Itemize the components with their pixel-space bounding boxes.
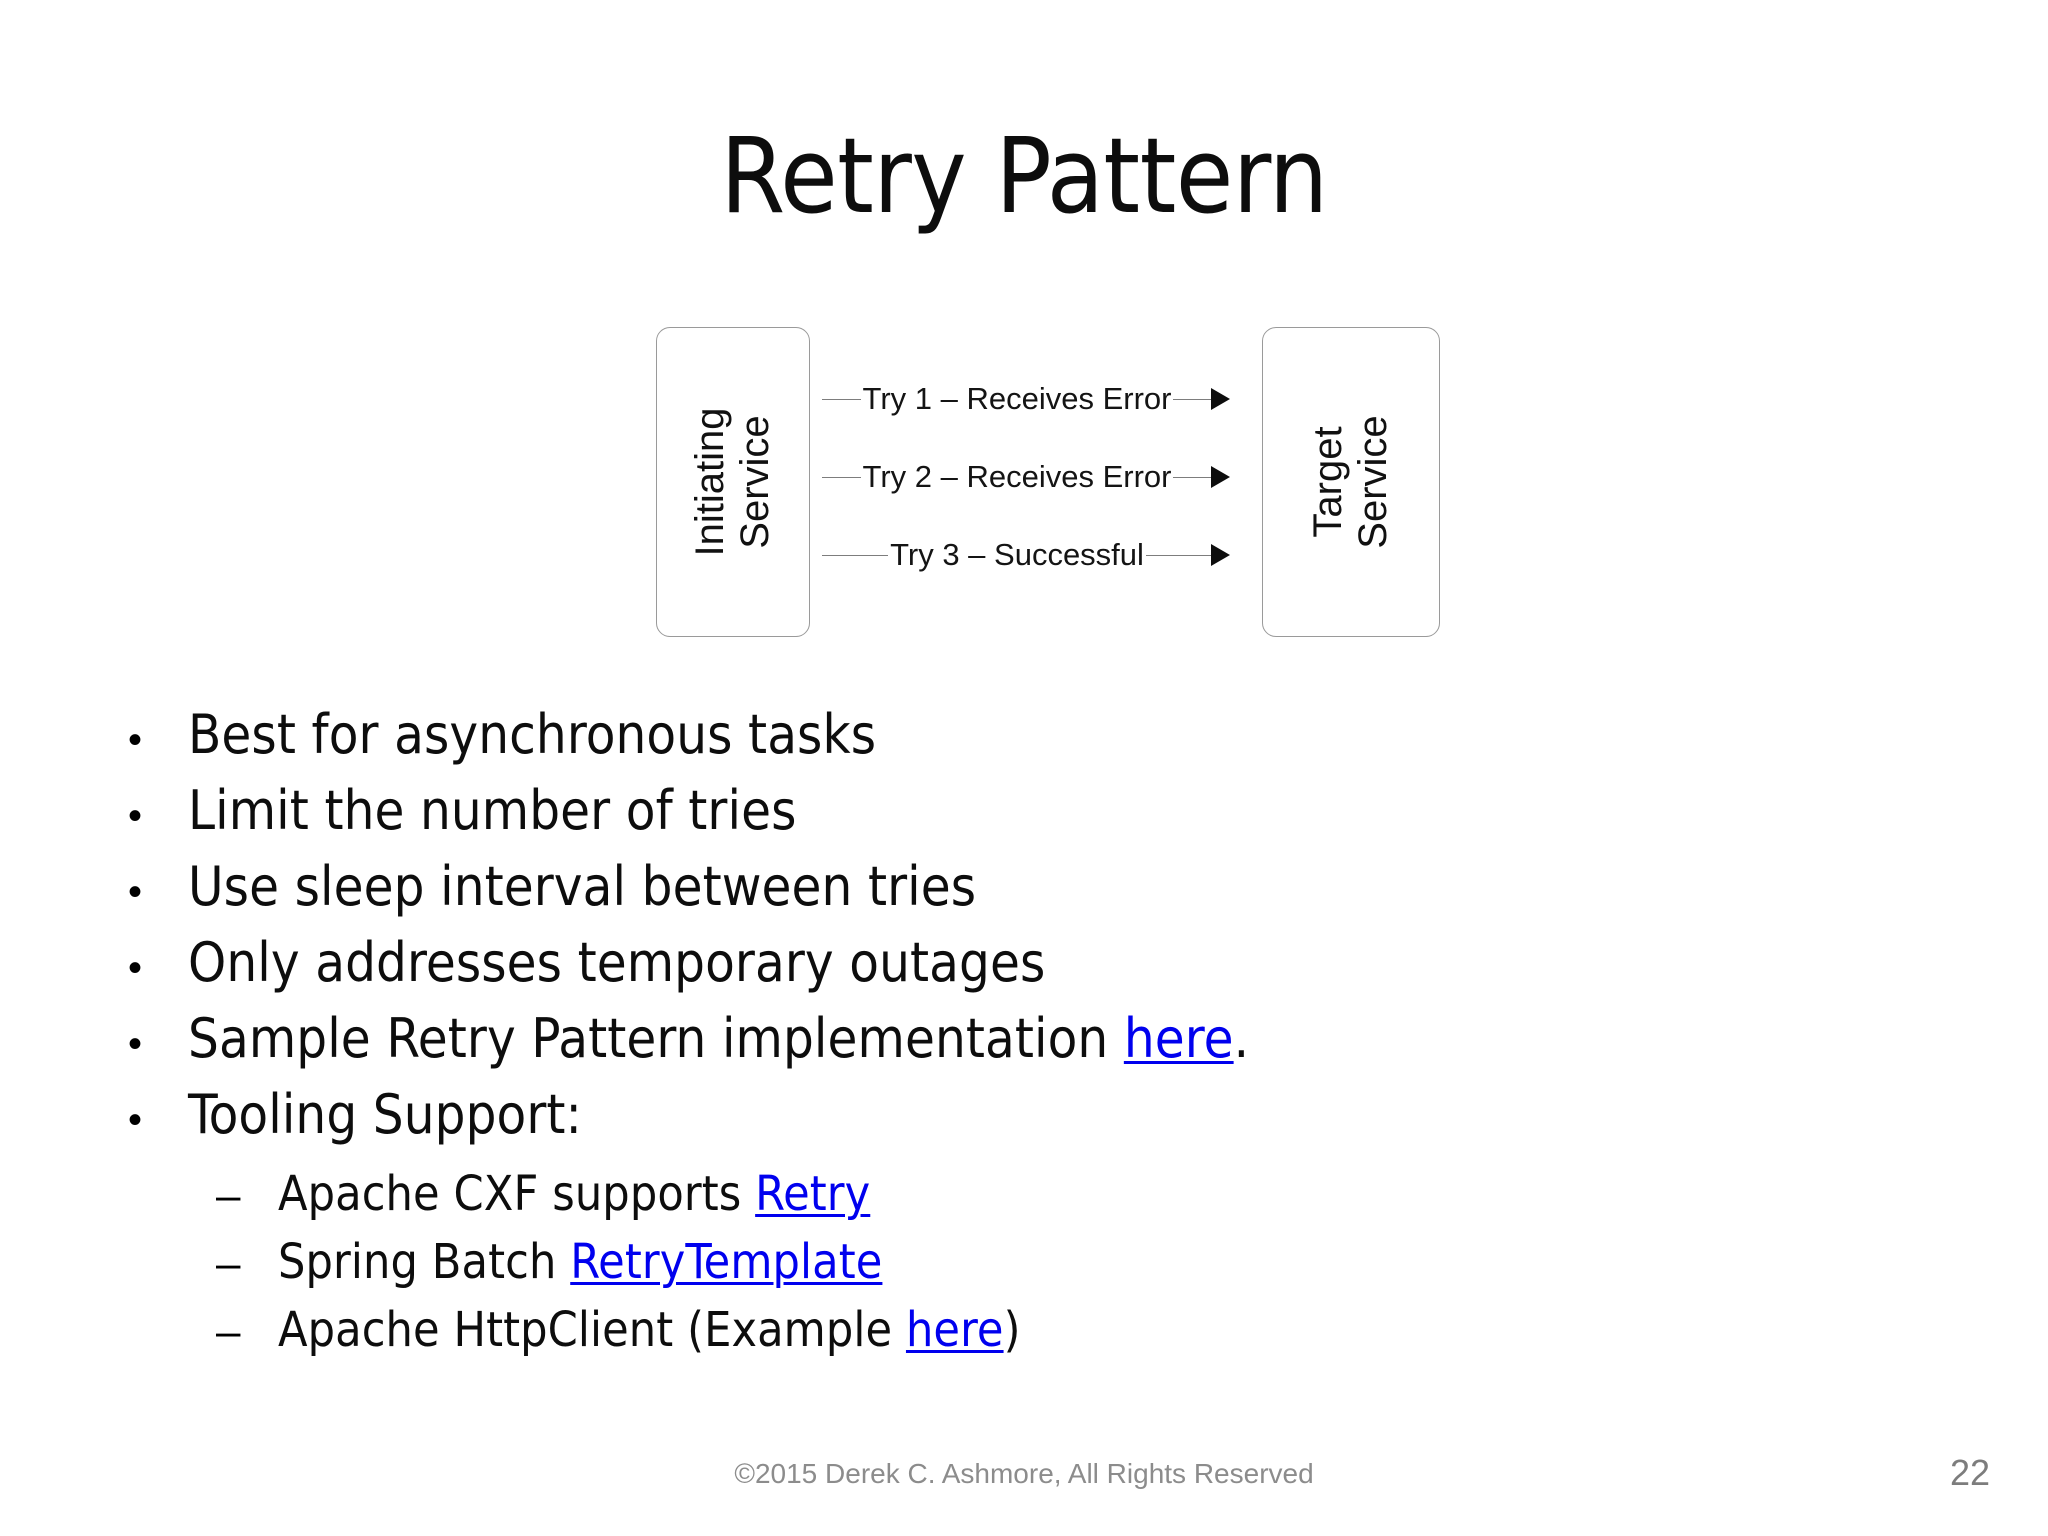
bullet-marker: • xyxy=(128,794,143,838)
sub-bullet-text: Apache HttpClient (Example here) xyxy=(278,1306,1021,1354)
flow-line-left-2 xyxy=(822,476,861,478)
target-service-label-line1: Target xyxy=(1306,426,1351,538)
flow-label-try-1: Try 1 – Receives Error xyxy=(862,381,1172,416)
bullet-text: Use sleep interval between tries xyxy=(188,855,977,918)
sub-bullet-text: Apache CXF supports Retry xyxy=(278,1170,870,1218)
initiating-service-box: Initiating Service xyxy=(656,327,810,637)
bullet-marker: • xyxy=(128,1022,143,1066)
sub-list-item: – Apache HttpClient (Example here) xyxy=(120,1306,1920,1374)
arrowhead-icon xyxy=(1211,388,1230,410)
bullet-text-suffix: . xyxy=(1233,1007,1250,1070)
arrowhead-icon xyxy=(1211,466,1230,488)
list-item: • Best for asynchronous tasks xyxy=(120,708,1920,784)
bullet-marker: • xyxy=(128,946,143,990)
flow-line-left-1 xyxy=(822,398,861,400)
bullet-list: • Best for asynchronous tasks • Limit th… xyxy=(120,708,1920,1374)
flow-line-right-3 xyxy=(1145,554,1213,556)
bullet-text: Limit the number of tries xyxy=(188,779,797,842)
flow-arrow-right-1 xyxy=(1173,388,1230,410)
flow-label-try-2: Try 2 – Receives Error xyxy=(862,459,1172,494)
list-item: • Only addresses temporary outages xyxy=(120,936,1920,1012)
link-cxf-retry[interactable]: Retry xyxy=(755,1166,871,1222)
sub-bullet-text-prefix: Spring Batch xyxy=(278,1234,571,1290)
page-title: Retry Pattern xyxy=(720,115,1328,237)
sub-bullet-marker: – xyxy=(216,1171,241,1220)
copyright-notice: ©2015 Derek C. Ashmore, All Rights Reser… xyxy=(734,1458,1314,1489)
bullet-text-prefix: Sample Retry Pattern implementation xyxy=(188,1007,1124,1070)
flow-label-try-3: Try 3 – Successful xyxy=(890,537,1144,572)
bullet-text: Sample Retry Pattern implementation here… xyxy=(188,1012,1249,1066)
sub-bullet-marker: – xyxy=(216,1307,241,1356)
link-httpclient-example[interactable]: here xyxy=(905,1302,1004,1358)
bullet-marker: • xyxy=(128,1098,143,1142)
sub-bullet-text-prefix: Apache HttpClient (Example xyxy=(278,1302,906,1358)
arrowhead-icon xyxy=(1211,544,1231,566)
sub-bullet-text-suffix: ) xyxy=(1003,1302,1021,1358)
list-item: • Tooling Support: xyxy=(120,1088,1920,1164)
bullet-marker: • xyxy=(128,870,143,914)
flow-line-right-2 xyxy=(1173,476,1212,478)
initiating-service-label-line2: Service xyxy=(733,415,777,549)
list-item: • Sample Retry Pattern implementation he… xyxy=(120,1012,1920,1088)
target-service-box: Target Service xyxy=(1262,327,1440,637)
bullet-marker: • xyxy=(128,718,143,762)
sub-list-item: – Apache CXF supports Retry xyxy=(120,1170,1920,1238)
sub-bullet-marker: – xyxy=(216,1239,241,1288)
page-number: 22 xyxy=(1949,1452,1990,1493)
list-item: • Limit the number of tries xyxy=(120,784,1920,860)
target-service-label: Target Service xyxy=(1306,415,1396,548)
flow-arrow-right-2 xyxy=(1173,466,1230,488)
flow-line-right-1 xyxy=(1173,398,1212,400)
flow-arrow-try-3: Try 3 – Successful xyxy=(822,533,1231,577)
flow-arrow-right-3 xyxy=(1145,544,1231,566)
sub-bullet-text: Spring Batch RetryTemplate xyxy=(278,1238,882,1286)
sub-bullet-list: – Apache CXF supports Retry – Spring Bat… xyxy=(120,1170,1920,1374)
initiating-service-label-line1: Initiating xyxy=(688,407,733,557)
flow-line-left-3 xyxy=(822,554,889,556)
bullet-text: Tooling Support: xyxy=(188,1083,583,1146)
flow-arrow-try-1: Try 1 – Receives Error xyxy=(822,377,1230,421)
list-item: • Use sleep interval between tries xyxy=(120,860,1920,936)
flow-arrow-try-2: Try 2 – Receives Error xyxy=(822,455,1230,499)
link-retry-template[interactable]: RetryTemplate xyxy=(570,1234,883,1290)
link-sample-implementation[interactable]: here xyxy=(1123,1007,1234,1070)
sub-bullet-text-prefix: Apache CXF supports xyxy=(278,1166,756,1222)
bullet-text: Best for asynchronous tasks xyxy=(188,703,877,766)
target-service-label-line2: Service xyxy=(1351,415,1395,549)
sub-list-item: – Spring Batch RetryTemplate xyxy=(120,1238,1920,1306)
bullet-text: Only addresses temporary outages xyxy=(188,931,1046,994)
initiating-service-label: Initiating Service xyxy=(688,408,778,557)
